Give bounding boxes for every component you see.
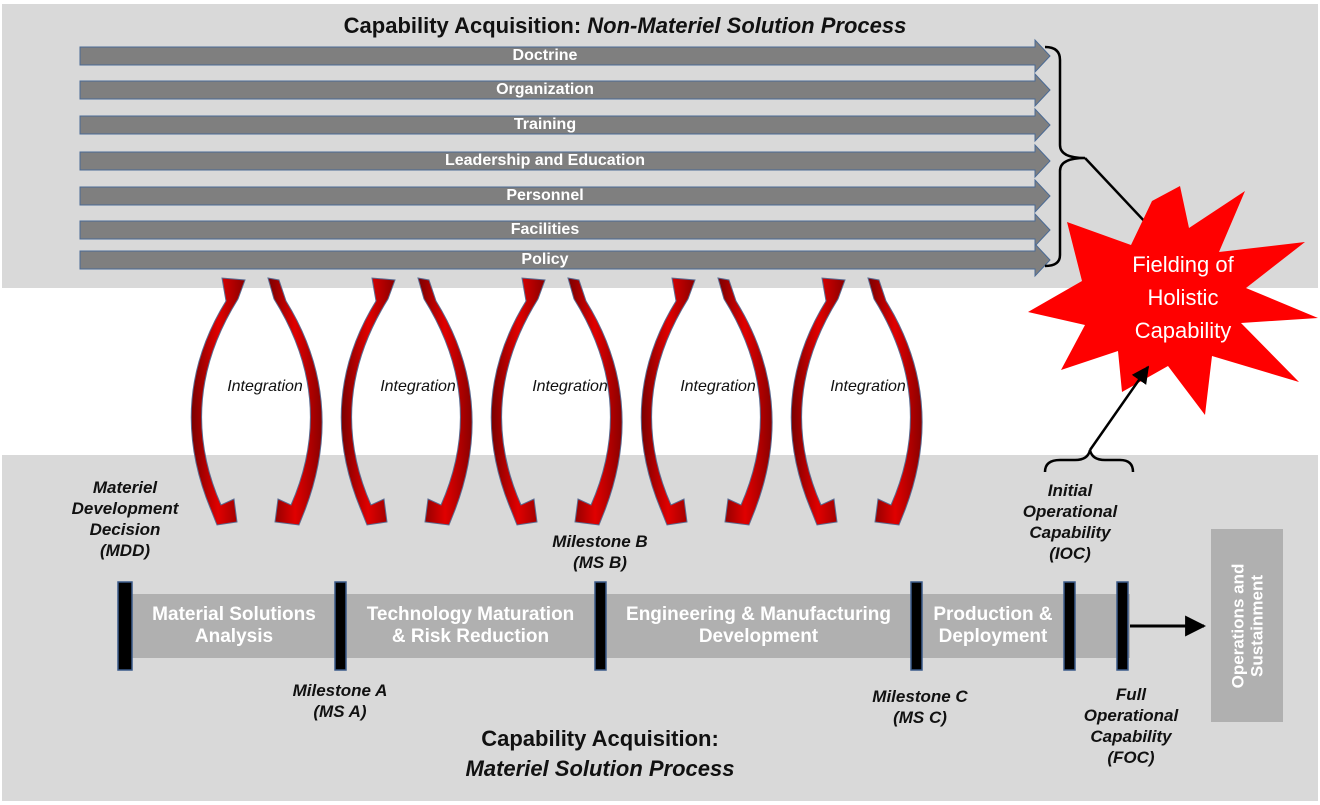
arrow-facilities	[79, 212, 1051, 248]
ms-a-line-2: (MS A)	[313, 702, 367, 721]
phase-3-line-1: Engineering & Manufacturing	[626, 604, 891, 625]
integration-label-3: Integration	[532, 378, 608, 395]
dotmlpf-label-leadership: Leadership and Education	[444, 152, 646, 169]
mdd-line-1: Materiel	[92, 478, 158, 497]
phase-4-line-1: Production &	[933, 604, 1053, 625]
mdd-label: Materiel Development Decision (MDD)	[50, 477, 200, 561]
dotmlpf-label-doctrine: Doctrine	[512, 47, 578, 64]
phase-technology-maturation: Technology Maturation& Risk Reduction	[346, 598, 595, 654]
integration-arrow-pair-5	[790, 277, 923, 526]
ms-c-label: Milestone C (MS C)	[850, 686, 990, 728]
phase-1-line-2: Analysis	[194, 626, 274, 647]
ms-b-line-2: (MS B)	[573, 553, 627, 572]
integration-arrows	[190, 277, 923, 526]
phase-production-deployment: Production &Deployment	[922, 598, 1064, 654]
ms-b-label: Milestone B (MS B)	[530, 531, 670, 573]
ms-a-label: Milestone A (MS A)	[270, 680, 410, 722]
phase-1-line-1: Material Solutions	[152, 604, 316, 625]
dotmlpf-arrows	[79, 38, 1051, 278]
phase-bar	[120, 594, 1130, 658]
arrow-policy	[79, 242, 1051, 278]
ms-c-bar	[910, 581, 923, 671]
operations-line-1: Operations and	[1228, 563, 1248, 689]
operations-line-2: Sustainment	[1247, 574, 1267, 678]
non-materiel-title-emphasis: Non-Materiel Solution Process	[587, 13, 907, 38]
dotmlpf-label-personnel: Personnel	[506, 187, 584, 204]
phase-2-line-1: Technology Maturation	[366, 604, 575, 625]
dotmlpf-label-policy: Policy	[521, 251, 569, 268]
integration-label-5: Integration	[830, 378, 906, 395]
arrow-leadership	[79, 143, 1051, 179]
phase-3-line-2: Development	[698, 626, 819, 647]
dotmlpf-label-training: Training	[513, 116, 577, 133]
ioc-bar	[1063, 581, 1076, 671]
starburst-line-2: Holistic	[1147, 285, 1219, 310]
starburst-line-3: Capability	[1134, 318, 1232, 343]
arrow-personnel	[79, 178, 1051, 214]
ms-c-line-2: (MS C)	[893, 708, 947, 727]
arrow-doctrine	[79, 38, 1051, 74]
foc-line-3: Capability	[1090, 727, 1172, 746]
materiel-title: Capability Acquisition: Materiel Solutio…	[390, 724, 810, 784]
mdd-line-2: Development	[71, 499, 179, 518]
foc-line-4: (FOC)	[1107, 748, 1155, 767]
ms-a-bar	[334, 581, 347, 671]
foc-bar	[1116, 581, 1129, 671]
phase-4-line-2: Deployment	[938, 626, 1048, 647]
dotmlpf-label-facilities: Facilities	[510, 221, 580, 238]
non-materiel-title: Capability Acquisition: Non-Materiel Sol…	[0, 13, 1250, 39]
operations-text: Operations and Sustainment	[1229, 530, 1267, 723]
foc-line-1: Full	[1115, 685, 1147, 704]
materiel-title-line-1: Capability Acquisition:	[481, 726, 719, 751]
ioc-line-4: (IOC)	[1049, 544, 1091, 563]
mdd-bar	[117, 581, 133, 671]
milestone-bars	[117, 581, 1129, 671]
ms-c-line-1: Milestone C	[872, 687, 968, 706]
starburst	[1028, 186, 1318, 415]
dotmlpf-label-organization: Organization	[496, 81, 594, 98]
ms-b-line-1: Milestone B	[552, 532, 648, 551]
integration-label-1: Integration	[227, 378, 303, 395]
mdd-line-4: (MDD)	[99, 541, 151, 560]
ioc-label: Initial Operational Capability (IOC)	[1005, 480, 1135, 564]
ioc-line-1: Initial	[1047, 481, 1093, 500]
non-materiel-title-prefix: Capability Acquisition:	[343, 13, 588, 38]
ioc-line-3: Capability	[1029, 523, 1111, 542]
integration-label-2: Integration	[380, 378, 456, 395]
ioc-to-starburst-arrow	[1088, 365, 1150, 451]
arrow-training	[79, 107, 1051, 143]
arrow-organization	[79, 72, 1051, 108]
integration-label-4: Integration	[680, 378, 756, 395]
ms-b-bar	[594, 581, 607, 671]
operations-box	[1211, 529, 1283, 722]
integration-arrow-pair-2	[340, 277, 473, 526]
integration-arrow-pair-4	[640, 277, 773, 526]
foc-line-2: Operational	[1083, 706, 1179, 725]
ioc-line-2: Operational	[1022, 502, 1118, 521]
ms-a-line-1: Milestone A	[292, 681, 388, 700]
integration-arrow-pair-3	[490, 277, 623, 526]
starburst-line-1: Fielding of	[1132, 252, 1234, 277]
phase-2-line-2: & Risk Reduction	[391, 626, 550, 647]
starburst-text: Fielding of Holistic Capability	[1098, 248, 1268, 347]
foc-label: Full Operational Capability (FOC)	[1066, 684, 1196, 768]
materiel-title-line-2: Materiel Solution Process	[465, 756, 735, 781]
integration-arrow-pair-1	[190, 277, 323, 526]
mdd-line-3: Decision	[89, 520, 161, 539]
